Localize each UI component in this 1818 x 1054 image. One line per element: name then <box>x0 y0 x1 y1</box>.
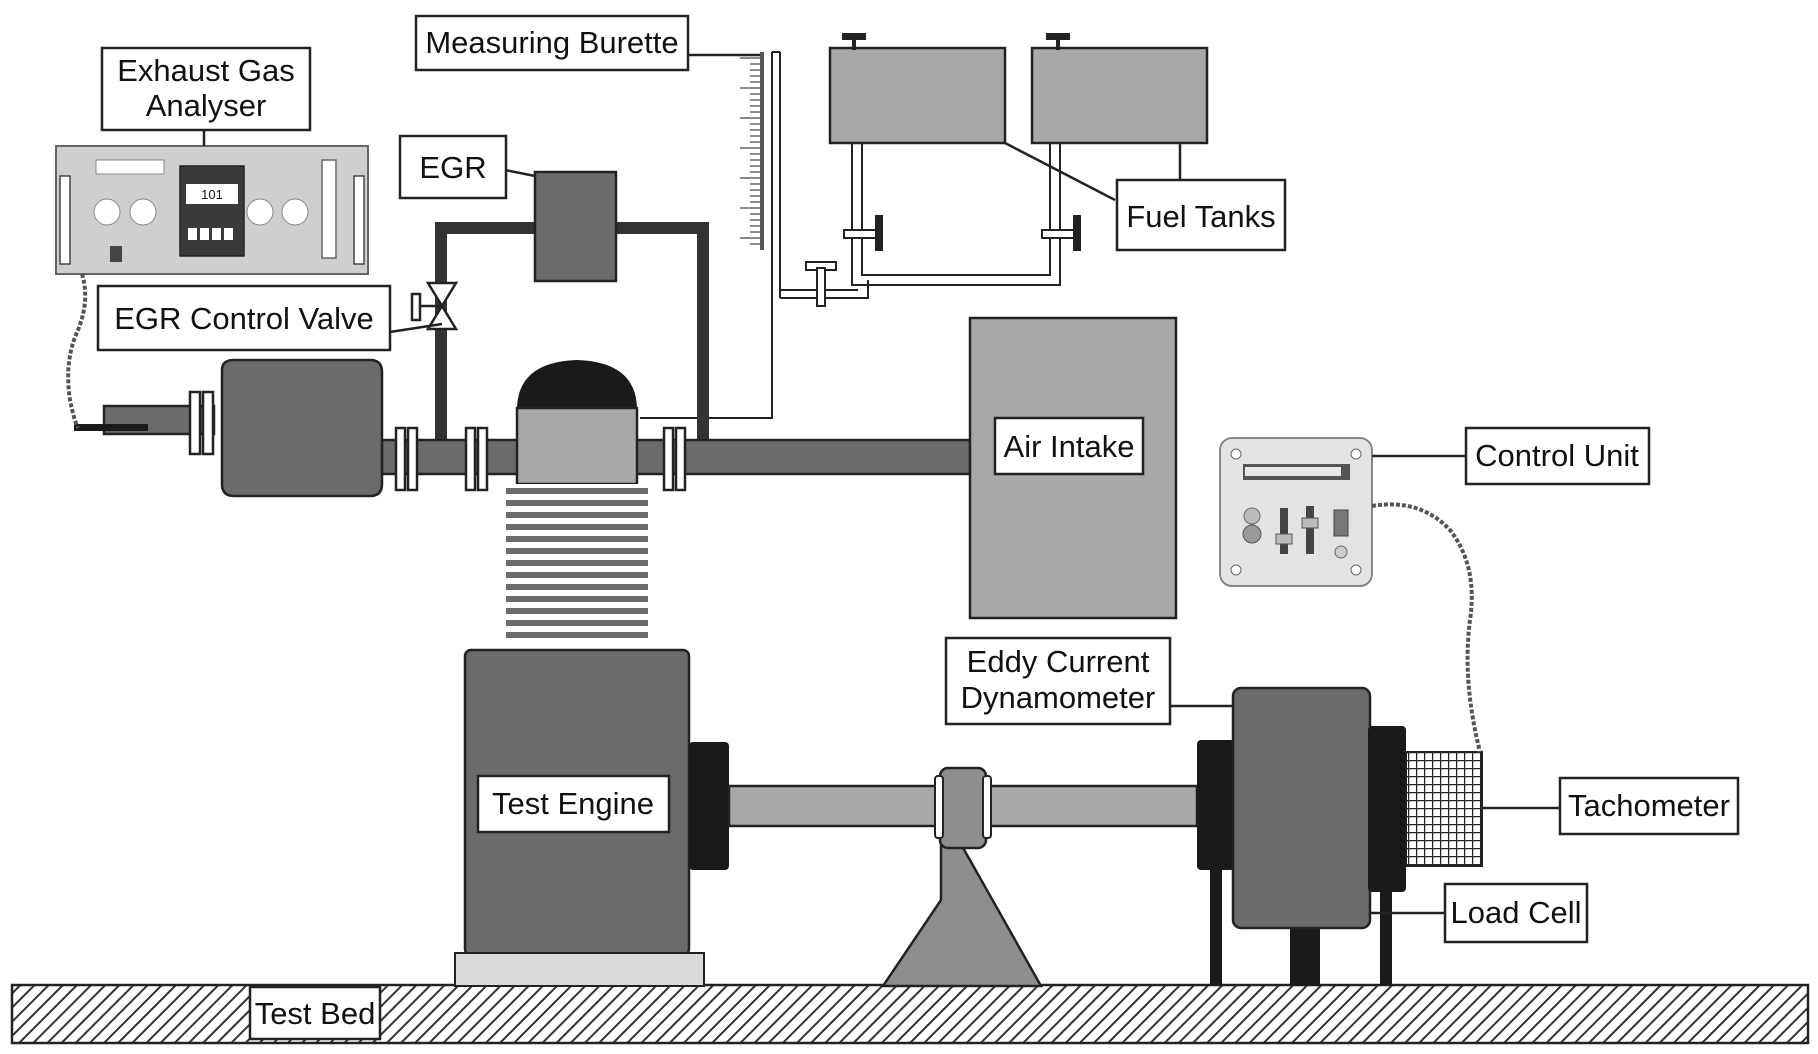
label-egr-control-valve: EGR Control Valve <box>96 284 392 352</box>
engine-cooling-fins <box>506 484 648 646</box>
cooling-fin <box>506 632 648 638</box>
cooling-fin <box>506 608 648 614</box>
label-tachometer-text: Tachometer <box>1568 788 1730 823</box>
cooling-fin <box>506 524 648 530</box>
label-eddy-current-dynamometer: Eddy Current Dynamometer <box>944 636 1172 726</box>
label-egr: EGR <box>398 134 508 200</box>
cooling-fin <box>506 584 648 590</box>
cooling-fin <box>506 500 648 506</box>
exhaust-probe <box>74 424 148 431</box>
label-load-cell: Load Cell <box>1443 882 1589 944</box>
fuel-valve-left <box>843 215 883 251</box>
cooling-fin <box>506 512 648 518</box>
cooling-fin <box>506 572 648 578</box>
label-exhaust-gas-analyser-line1: Exhaust Gas <box>117 53 294 88</box>
shaft-bearing <box>938 766 988 850</box>
label-egr-text: EGR <box>419 150 486 185</box>
egr-cooler <box>533 170 618 283</box>
bearing-rings <box>934 775 992 839</box>
cooling-fin <box>506 560 648 566</box>
cooling-fin <box>506 620 648 626</box>
label-exhaust-gas-analyser: Exhaust Gas Analyser <box>100 46 312 132</box>
label-measuring-burette: Measuring Burette <box>414 14 690 72</box>
egr-pipe <box>435 222 709 445</box>
exhaust-muffler <box>220 358 384 498</box>
fuel-pipes <box>640 51 1061 419</box>
label-tachometer: Tachometer <box>1558 776 1740 836</box>
fuel-valve-right <box>1041 215 1081 251</box>
label-test-engine-text: Test Engine <box>492 786 654 821</box>
label-control-unit-text: Control Unit <box>1475 438 1639 473</box>
engine-flywheel <box>689 742 729 870</box>
leader-lines <box>202 53 1560 915</box>
fuel-valve-main <box>805 261 837 307</box>
tachometer-mesh <box>1405 751 1483 867</box>
label-air-intake-text: Air Intake <box>1004 429 1135 464</box>
engine-dome <box>517 360 637 410</box>
control-unit-cable <box>1371 502 1482 753</box>
analyser-display-readout: 101 <box>201 187 223 202</box>
egr-control-valve <box>410 281 459 331</box>
dynamometer-coupling-left <box>1197 740 1235 870</box>
label-exhaust-gas-analyser-line2: Analyser <box>146 88 267 123</box>
cooling-fin <box>506 536 648 542</box>
label-test-bed-text: Test Bed <box>255 996 376 1031</box>
engine-base <box>454 952 705 987</box>
label-fuel-tanks-text: Fuel Tanks <box>1126 199 1275 234</box>
label-load-cell-text: Load Cell <box>1451 895 1582 930</box>
label-test-engine: Test Engine <box>476 774 671 834</box>
exhaust-gas-analyser: 101 <box>55 145 369 275</box>
label-eddy-current-dynamometer-line2: Dynamometer <box>961 680 1156 715</box>
shaft-support-stand <box>880 828 1044 988</box>
measuring-burette <box>740 52 764 250</box>
fuel-tank-right <box>1030 33 1209 145</box>
label-eddy-current-dynamometer-line1: Eddy Current <box>967 644 1150 679</box>
engine-cylinder-head <box>515 406 639 486</box>
cooling-fin <box>506 488 648 494</box>
control-unit-panel <box>1219 437 1373 587</box>
eddy-current-dynamometer <box>1231 686 1372 930</box>
dynamometer-coupling-right <box>1368 726 1406 892</box>
cooling-fin <box>506 548 648 554</box>
label-fuel-tanks: Fuel Tanks <box>1115 178 1287 252</box>
pipe-flanges <box>188 390 687 492</box>
analyser-cable <box>66 273 88 429</box>
label-egr-control-valve-text: EGR Control Valve <box>114 301 374 336</box>
label-control-unit: Control Unit <box>1464 426 1651 486</box>
fuel-tank-left <box>828 33 1007 145</box>
label-measuring-burette-text: Measuring Burette <box>425 25 678 60</box>
label-air-intake: Air Intake <box>993 416 1145 476</box>
label-test-bed: Test Bed <box>248 985 382 1041</box>
cooling-fin <box>506 596 648 602</box>
